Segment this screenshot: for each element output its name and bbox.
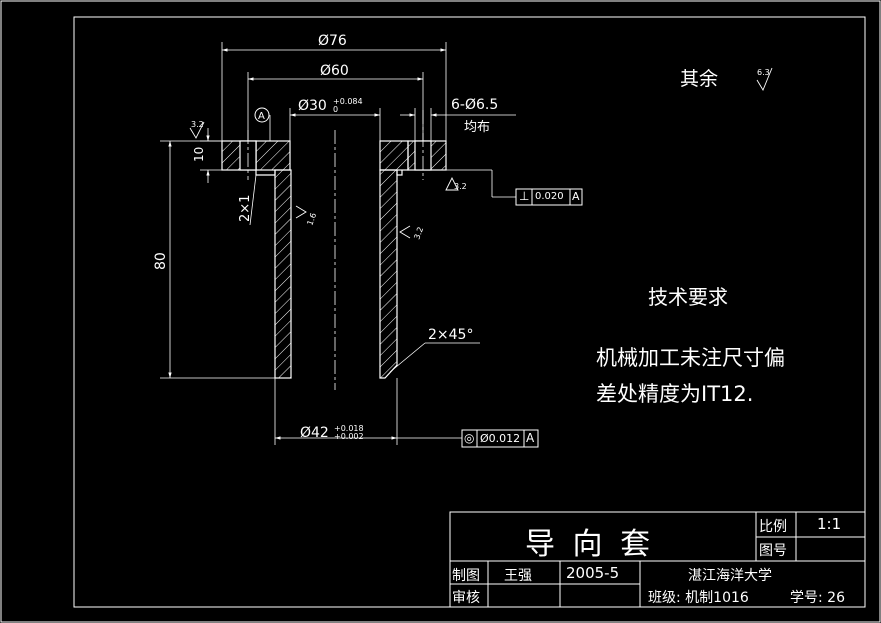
dimension-lines [160,42,516,445]
dim-d30: Ø30 [298,98,327,114]
part-name: 导 向 套 [525,527,655,562]
dim-d30-tol-upper: +0.084 [333,97,363,106]
dim-d42: Ø42 [300,425,329,441]
dim-d76: Ø76 [318,33,347,49]
perp-value: 0.020 [535,191,564,202]
scale-label: 比例 [759,519,787,535]
class-label: 班级: 机制1016 [648,590,749,606]
notes-line-1: 机械加工未注尺寸偏 [596,346,785,370]
conc-symbol: ◎ [464,431,475,445]
title-block [449,511,866,608]
concentricity-frame [461,429,539,448]
dim-d42-tol-upper: +0.018 [334,424,364,433]
roughness-outer-value: 3.2 [412,226,425,241]
dim-chamfer: 2×45° [428,327,474,343]
conc-value: Ø0.012 [480,432,521,445]
drawing-no-label: 图号 [759,543,787,559]
conc-datum: A [526,431,535,445]
dim-d60: Ø60 [320,63,349,79]
drawn-label: 制图 [452,568,480,584]
student-no-label: 学号: 26 [790,590,845,606]
datum-marker [254,107,270,123]
scale-value: 1:1 [817,515,842,533]
notes-line-2: 差处精度为IT12. [596,382,754,406]
perp-symbol: ⊥ [519,189,530,203]
groove-label: 2×1 [238,195,253,222]
dim-holes: 6-Ø6.5 [451,97,499,113]
perpendicularity-frame [515,188,583,206]
dim-d42-tol-lower: +0.002 [334,432,364,441]
dim-d30-tol-lower: 0 [333,105,339,114]
height-label: 80 [153,252,169,270]
roughness-symbols [189,67,773,239]
roughness-rest-label: 其余 [680,68,719,90]
drawn-by: 王强 [504,568,532,584]
perp-datum: A [572,190,580,203]
notes-title: 技术要求 [648,285,728,309]
roughness-rest-value: 6.3 [757,68,770,77]
roughness-flange-value: 3.2 [454,182,467,191]
drawn-date: 2005-5 [566,564,620,582]
datum-marker-letter: A [258,111,265,122]
roughness-top-value: 3.2 [191,120,204,129]
school-name: 湛江海洋大学 [688,568,772,584]
checked-label: 审核 [452,590,480,606]
roughness-bore-value: 1.6 [305,212,318,227]
flange-thickness-label: 10 [192,147,206,162]
dim-holes-note: 均布 [464,120,491,135]
